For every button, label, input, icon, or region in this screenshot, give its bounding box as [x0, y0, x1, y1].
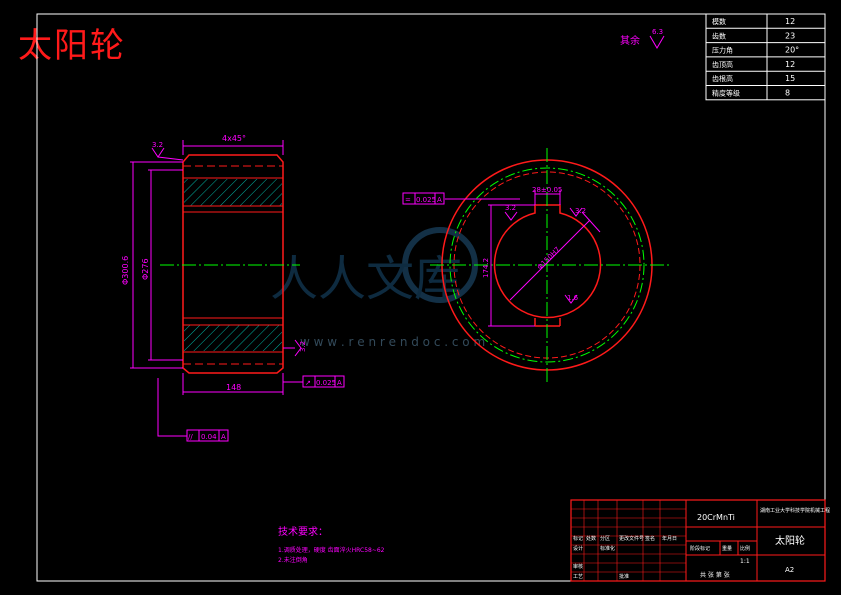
leader — [157, 156, 184, 161]
param-value: 8 — [785, 89, 790, 98]
roughness-bottom: 3.2 — [299, 341, 307, 352]
title-block: 标记 处数 分区 更改文件号 签名 年月日 设计 标准化 审核 工艺 批准 阶段… — [570, 499, 830, 582]
roughness-symbol — [294, 339, 302, 357]
gtol-frame-1: ↗ 0.025 A — [302, 375, 345, 388]
param-value: 20° — [785, 46, 799, 55]
gtol3-symbol: = — [405, 196, 411, 204]
leader — [581, 211, 601, 233]
gtol2-value: 0.04 — [201, 433, 217, 441]
roughness-symbol — [504, 211, 518, 221]
tb-label: 更改文件号 — [619, 535, 644, 542]
param-name: 齿顶高 — [712, 60, 733, 69]
gtol3-value: 0.025 — [416, 196, 436, 204]
param-value: 12 — [785, 60, 795, 69]
roughness-c: 1.6 — [567, 294, 579, 302]
tb-label: 阶段标记 — [690, 545, 710, 552]
tb-label: 批准 — [619, 573, 629, 580]
param-name: 齿根高 — [712, 74, 733, 83]
section-hatch-bottom — [184, 325, 282, 351]
tb-label: 审核 — [573, 563, 583, 570]
width-label: 148 — [226, 383, 241, 392]
gtol-frame-2: // 0.04 A — [186, 429, 229, 442]
pitch-circle — [449, 167, 645, 363]
watermark: 人人文库 w w w . r e n r e n d o c . c o m — [270, 227, 485, 349]
tb-sheet: 共 张 第 张 — [700, 571, 730, 579]
tb-label: 处数 — [586, 535, 596, 542]
tb-label: 工艺 — [573, 574, 583, 580]
tb-material: 20CrMnTi — [697, 513, 735, 522]
param-name: 压力角 — [712, 46, 733, 55]
roughness-top: 3.2 — [152, 141, 163, 149]
bore-dim-line — [509, 219, 591, 301]
gtol-frame-3: = 0.025 A — [402, 192, 445, 205]
tb-label: 设计 — [573, 545, 583, 552]
tb-label: 年月日 — [662, 535, 677, 542]
tech-req-item: 2.未注倒角 — [278, 556, 308, 564]
param-table: 模数 12 齿数 23 压力角 20° 齿顶高 12 齿根高 15 精度等级 8 — [705, 13, 826, 101]
tb-drawing-no: A2 — [785, 566, 794, 574]
gtol1-symbol: ↗ — [305, 379, 311, 387]
tb-school: 湖南工业大学科技学院机械工程 — [760, 507, 830, 514]
chamfer-label: 4x45° — [222, 134, 246, 143]
tb-part-name: 太阳轮 — [775, 534, 805, 547]
param-name: 齿数 — [712, 31, 726, 40]
watermark-text: 人人文库 — [270, 251, 462, 307]
section-hatch-top — [184, 179, 282, 206]
leader — [157, 378, 187, 437]
watermark-url: w w w . r e n r e n d o c . c o m — [300, 335, 485, 349]
gtol1-value: 0.025 — [316, 379, 336, 387]
tb-label: 重量 — [722, 545, 732, 552]
tb-label: 分区 — [600, 535, 610, 542]
gtol1-datum: A — [337, 379, 342, 387]
param-name: 模数 — [712, 17, 726, 26]
dim-bore-depth: 174.2 — [482, 258, 490, 278]
roughness-symbol — [151, 147, 165, 158]
tb-label: 标记 — [573, 535, 583, 542]
sheet-border — [36, 13, 826, 582]
roughness-note-value: 6.3 — [652, 28, 663, 36]
dim-outer: Φ300.6 — [121, 256, 130, 285]
tech-requirements: 技术要求： 1.调质处理，硬度 齿面淬火HRC58~62 2.未注倒角 — [278, 525, 385, 564]
keyway-width: 28±0.05 — [532, 186, 562, 194]
gtol2-symbol: // — [188, 433, 193, 441]
param-value: 23 — [785, 31, 795, 40]
roughness-b: 3.2 — [575, 207, 586, 215]
tech-req-heading: 技术要求： — [278, 525, 328, 538]
gear-side-outline — [182, 154, 284, 374]
tb-scale: 1:1 — [740, 558, 750, 565]
drawing-title-large: 太阳轮 — [18, 26, 126, 66]
param-value: 12 — [785, 17, 795, 26]
tb-label: 签名 — [645, 535, 655, 542]
param-name: 精度等级 — [712, 89, 740, 98]
roughness-note-label: 其余 — [620, 34, 640, 47]
roughness-symbol — [564, 294, 578, 304]
roughness-symbol — [569, 207, 583, 217]
roughness-a: 3.2 — [505, 204, 516, 212]
dim-inner: Φ276 — [141, 258, 150, 280]
tech-req-item: 1.调质处理，硬度 齿面淬火HRC58~62 — [278, 546, 385, 554]
tb-scale-label: 比例 — [740, 545, 750, 552]
bore-outline — [493, 204, 602, 319]
bore-dia: Φ150H7 — [536, 246, 562, 272]
roughness-symbol — [649, 35, 665, 49]
tb-label: 标准化 — [600, 545, 615, 552]
side-view: 4x45° 3.2 Φ300.6 Φ276 3.2 148 ↗ 0.025 — [121, 134, 345, 442]
param-value: 15 — [785, 74, 795, 83]
gtol2-datum: A — [221, 433, 226, 441]
gtol3-datum: A — [437, 196, 442, 204]
